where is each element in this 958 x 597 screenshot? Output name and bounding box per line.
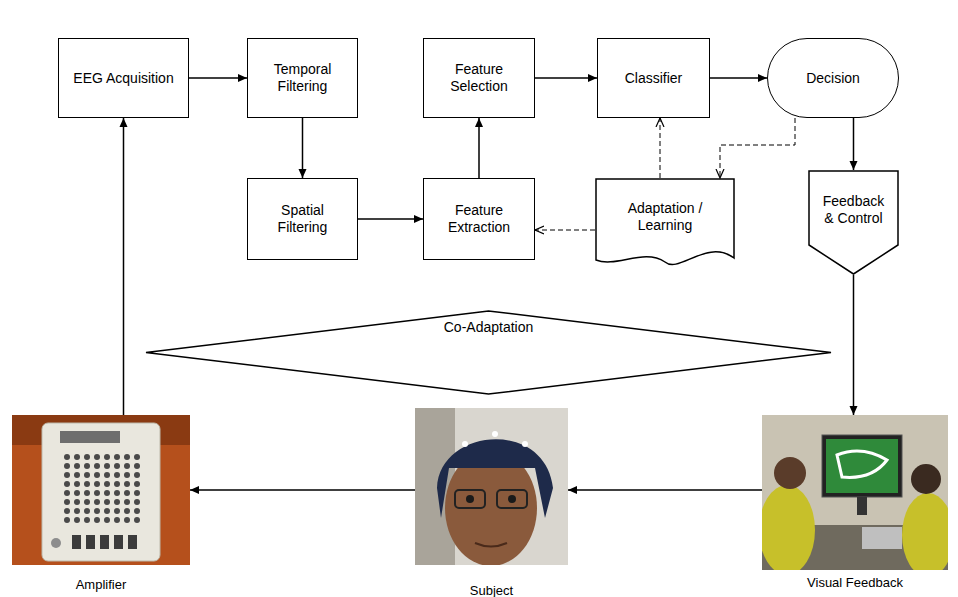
node-label: Feature Selection	[435, 61, 523, 95]
node-label: Temporal Filtering	[259, 61, 346, 95]
photo-illustration	[415, 408, 568, 565]
photo-node: Visual Feedback	[762, 415, 948, 570]
process-box: Co-Adaptation	[145, 310, 832, 395]
node-label: EEG Acquisition	[73, 70, 173, 87]
node-label: Co-Adaptation	[444, 319, 534, 336]
node-label: Feedback & Control	[821, 193, 887, 227]
node-label: Adaptation / Learning	[615, 200, 715, 234]
node-label: Decision	[806, 70, 860, 87]
connector-arrow	[568, 489, 762, 491]
process-box: Feature Selection	[423, 38, 535, 118]
photo-caption: Visual Feedback	[742, 575, 958, 590]
process-box: Temporal Filtering	[247, 38, 358, 118]
process-box: Feedback & Control	[808, 170, 899, 275]
photo-node: Amplifier	[12, 415, 190, 565]
photo-illustration	[12, 415, 190, 565]
process-box: Feature Extraction	[423, 178, 535, 260]
connector-arrow	[123, 118, 125, 415]
process-box: Adaptation / Learning	[595, 178, 735, 270]
connector-arrow	[535, 77, 597, 79]
node-label: Spatial Filtering	[259, 202, 346, 236]
connector-arrow	[358, 218, 423, 220]
process-box: Decision	[767, 38, 899, 118]
connector-arrow	[853, 118, 855, 170]
process-box: Spatial Filtering	[247, 178, 358, 260]
photo-node: Subject	[415, 408, 568, 565]
process-box: Classifier	[597, 38, 710, 118]
photo-caption: Subject	[395, 583, 588, 597]
connector-arrow	[190, 489, 415, 491]
connector-arrow	[478, 118, 480, 178]
connector-arrow	[302, 118, 304, 178]
connector-arrow	[720, 118, 795, 178]
node-label: Classifier	[625, 70, 683, 87]
process-box: EEG Acquisition	[58, 38, 189, 118]
connector-arrow	[853, 275, 855, 415]
connector-arrow	[660, 118, 661, 178]
photo-caption: Amplifier	[0, 577, 210, 592]
connector-arrow	[710, 77, 767, 79]
node-label: Feature Extraction	[435, 202, 523, 236]
connector-arrow	[535, 230, 595, 231]
connector-arrow	[189, 77, 247, 79]
photo-illustration	[762, 415, 948, 570]
